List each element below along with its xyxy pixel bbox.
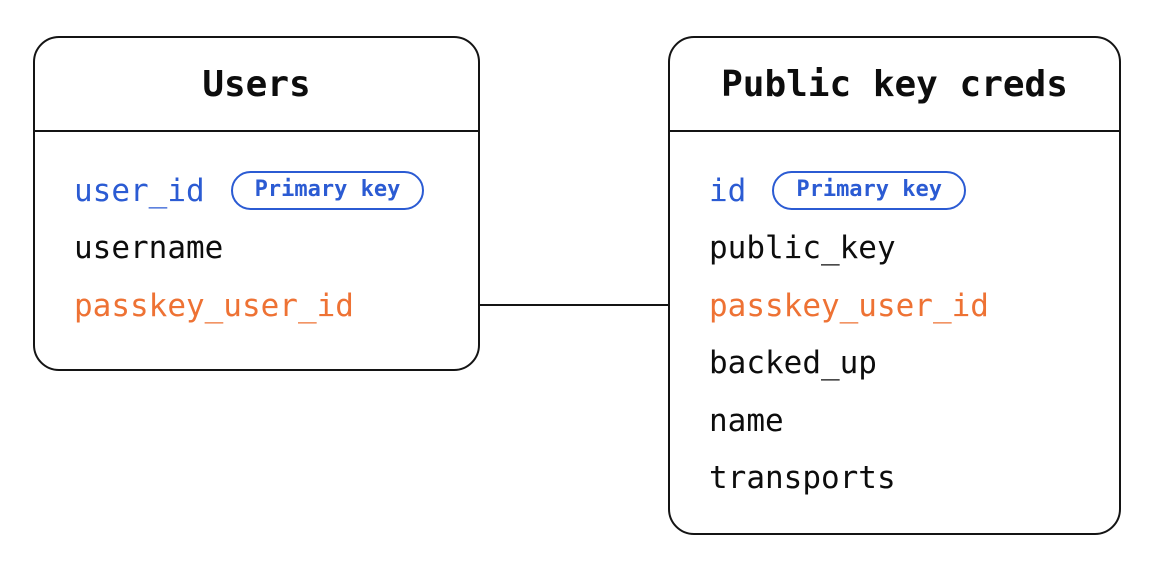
primary-key-badge: Primary key <box>230 171 425 211</box>
relationship-line <box>480 304 668 306</box>
table-public-key-creds-title: Public key creds <box>670 38 1119 132</box>
field-row-id: id Primary key <box>709 162 1119 220</box>
field-row-user-id: user_id Primary key <box>74 162 478 220</box>
table-public-key-creds: Public key creds id Primary key public_k… <box>668 36 1121 535</box>
field-row-transports: transports <box>709 450 1119 508</box>
field-name: public_key <box>709 230 896 267</box>
table-users: Users user_id Primary key username passk… <box>33 36 480 371</box>
field-row-backed-up: backed_up <box>709 335 1119 393</box>
field-name: passkey_user_id <box>709 287 989 324</box>
field-row-passkey-user-id: passkey_user_id <box>74 277 478 335</box>
field-name: name <box>709 402 784 439</box>
field-row-passkey-user-id: passkey_user_id <box>709 277 1119 335</box>
field-row-name: name <box>709 392 1119 450</box>
table-users-title: Users <box>35 38 478 132</box>
field-name: username <box>74 230 224 267</box>
field-name: id <box>709 172 747 209</box>
field-name: transports <box>709 460 896 497</box>
table-public-key-creds-fields: id Primary key public_key passkey_user_i… <box>670 132 1119 507</box>
field-name: user_id <box>74 172 205 209</box>
primary-key-badge: Primary key <box>772 171 967 211</box>
field-row-username: username <box>74 220 478 278</box>
field-name: backed_up <box>709 345 877 382</box>
field-row-public-key: public_key <box>709 220 1119 278</box>
table-users-fields: user_id Primary key username passkey_use… <box>35 132 478 335</box>
field-name: passkey_user_id <box>74 287 354 324</box>
